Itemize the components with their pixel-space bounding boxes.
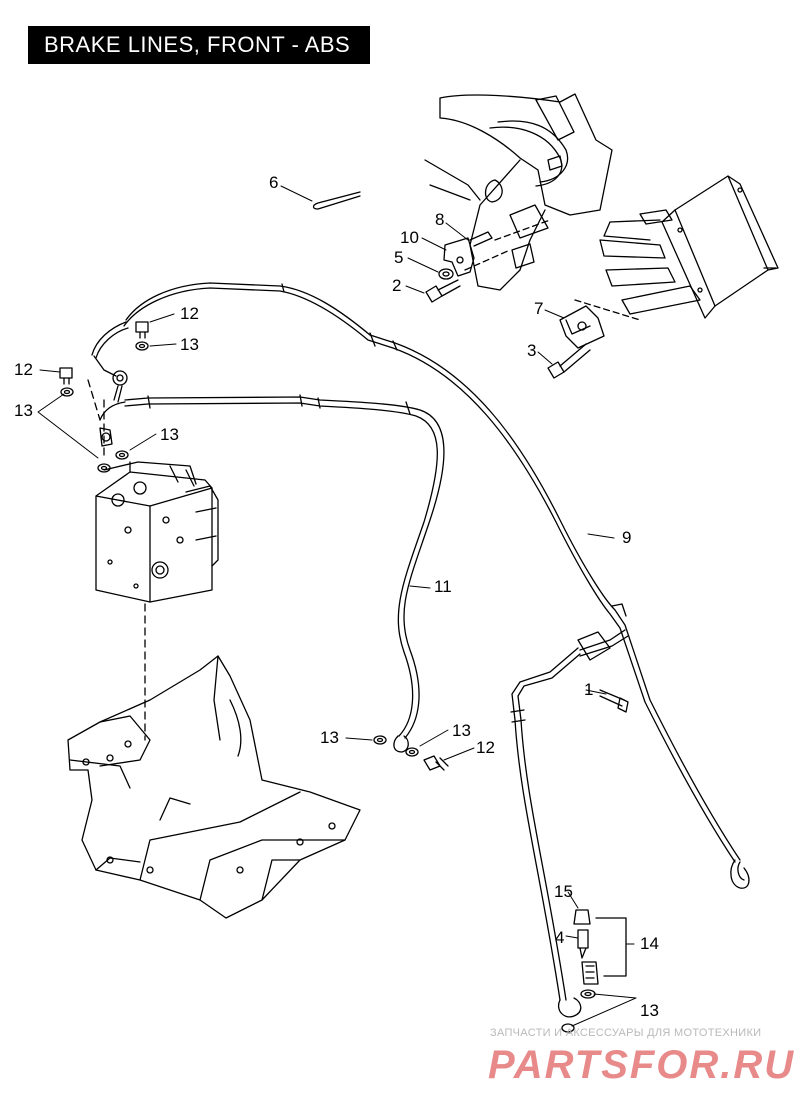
callout-4: 4 <box>555 928 564 947</box>
page-title: BRAKE LINES, FRONT - ABS <box>28 26 370 64</box>
bolt-1 <box>599 689 629 713</box>
washer-13-g <box>580 989 596 999</box>
callout-9: 9 <box>622 528 631 547</box>
washer-13-a <box>135 341 149 351</box>
callout-11: 11 <box>434 577 452 596</box>
callout-12-c: 12 <box>476 738 495 757</box>
bracket-10 <box>443 237 475 277</box>
banjo-fitting-abs <box>99 427 113 447</box>
callout-2: 2 <box>392 276 401 295</box>
brake-line-lower <box>510 629 629 1018</box>
fork-assembly <box>424 93 613 291</box>
short-line-upper <box>91 321 129 403</box>
washer-13-e <box>373 735 387 745</box>
abs-tray <box>67 655 361 919</box>
brake-line-9 <box>123 282 750 889</box>
leader-lines <box>37 185 637 1027</box>
washer-13-b <box>60 387 74 397</box>
callout-13-b: 13 <box>14 401 33 420</box>
callout-15: 15 <box>554 882 573 901</box>
watermark-tagline: ЗАПЧАСТИ И АКСЕССУАРЫ ДЛЯ МОТОТЕХНИКИ <box>490 1027 761 1039</box>
fitting-14 <box>581 961 599 985</box>
callout-13-f: 13 <box>640 1001 659 1020</box>
watermark: ЗАПЧАСТИ И АКСЕССУАРЫ ДЛЯ МОТОТЕХНИКИ PA… <box>488 1027 795 1087</box>
callout-5: 5 <box>394 248 403 267</box>
pin-6 <box>312 191 361 210</box>
callout-13-e: 13 <box>452 721 471 740</box>
washer-13-h <box>561 1023 575 1033</box>
callout-10: 10 <box>400 228 419 247</box>
callout-8: 8 <box>435 210 444 229</box>
alignment-lines <box>87 379 146 741</box>
screw-8 <box>469 231 493 247</box>
callout-7: 7 <box>534 299 543 318</box>
bolt-3 <box>547 343 591 379</box>
clamp-7 <box>559 305 605 349</box>
callout-labels: 1 2 3 4 5 6 7 8 9 10 11 12 12 12 13 13 1… <box>14 173 659 1020</box>
washer-13-c <box>115 450 129 460</box>
washer-5 <box>438 268 454 280</box>
washer-13-d <box>97 463 111 473</box>
callout-13-a: 13 <box>180 335 199 354</box>
bolt-12-c <box>423 755 449 771</box>
abs-module <box>95 461 219 603</box>
bleeder-cap-15 <box>573 909 591 925</box>
callout-12-b: 12 <box>14 360 33 379</box>
watermark-brand: PARTSFOR.RU <box>488 1043 795 1087</box>
bracket-14-line <box>595 917 627 977</box>
callout-13-d: 13 <box>320 728 339 747</box>
mounting-bracket <box>574 175 779 321</box>
callout-13-c: 13 <box>160 425 179 444</box>
bolt-2 <box>425 279 461 303</box>
callout-14: 14 <box>640 934 659 953</box>
washer-13-f <box>405 747 419 757</box>
callout-3: 3 <box>527 341 536 360</box>
callout-1: 1 <box>584 680 593 699</box>
bolt-12-b <box>59 367 73 385</box>
bleeder-screw-4 <box>577 929 589 959</box>
brake-line-11 <box>99 394 445 753</box>
callout-12-a: 12 <box>180 304 199 323</box>
callout-6: 6 <box>269 173 278 192</box>
bolt-12-a <box>135 321 149 339</box>
